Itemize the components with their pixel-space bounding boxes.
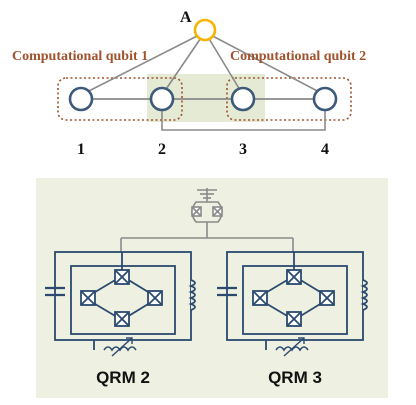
qubit-4-number: 4 — [321, 141, 329, 158]
qubit-2-number: 2 — [158, 141, 166, 158]
qubit-chain-schematic: A Computational qubit 1 Computational qu… — [12, 9, 366, 158]
qrm-3-circuit — [217, 251, 368, 357]
coupling-line — [161, 108, 326, 131]
coupling-line — [204, 31, 244, 96]
coupling-line — [80, 31, 206, 96]
computational-qubit-1-box — [57, 77, 183, 121]
ancilla-qubit-circle — [193, 18, 217, 42]
qubit-1-number: 1 — [77, 141, 85, 158]
qrm-3-label: QRM 3 — [268, 368, 322, 387]
qubit-1-circle — [68, 86, 94, 112]
computational-qubit-2-label: Computational qubit 2 — [230, 49, 366, 64]
computational-qubit-2-box — [226, 77, 352, 121]
qubit-3-number: 3 — [239, 141, 247, 158]
computational-qubit-1-label: Computational qubit 1 — [12, 49, 148, 64]
circuit-panel-background — [36, 178, 388, 398]
qubit-2-circle — [149, 86, 175, 112]
qubit-4-circle — [312, 86, 338, 112]
coupling-line — [161, 31, 206, 96]
ancilla-label: A — [180, 9, 192, 26]
coupler-squid — [120, 188, 294, 252]
qubit-3-circle — [230, 86, 256, 112]
qrm-2-label: QRM 2 — [96, 368, 150, 387]
qrm-circuit-panel: QRM 2 QRM 3 — [36, 178, 388, 398]
coupling-line — [204, 31, 326, 96]
qrm-2-circuit — [45, 251, 196, 357]
